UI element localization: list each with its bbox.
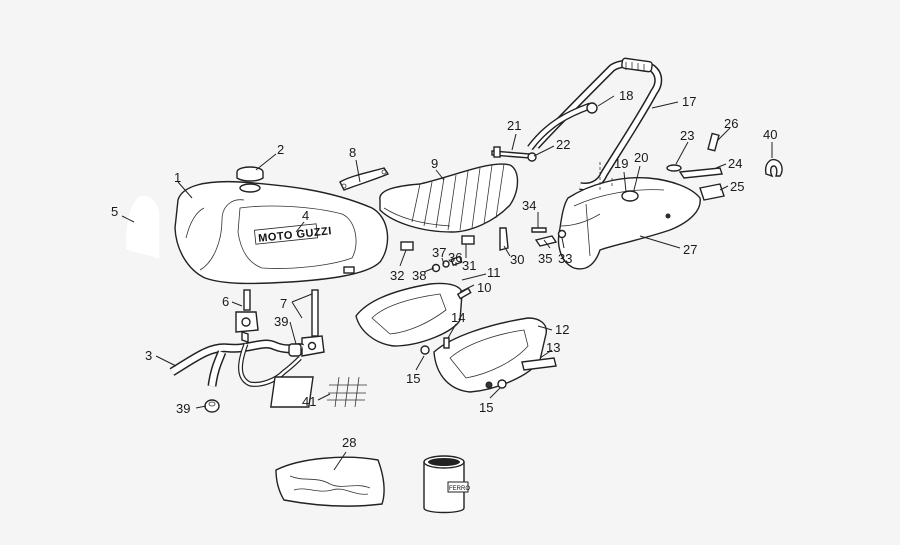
cover-fasteners	[420, 287, 557, 389]
callout-20: 20	[634, 150, 648, 165]
clip-40	[764, 158, 783, 178]
callout-38: 38	[412, 268, 426, 283]
callout-7: 7	[280, 296, 287, 311]
callout-39b: 39	[176, 401, 190, 416]
fuel-hoses	[169, 339, 305, 387]
callout-32: 32	[390, 268, 404, 283]
grommet-39	[204, 399, 220, 413]
callout-28: 28	[342, 435, 356, 450]
callout-8: 8	[349, 145, 356, 160]
fuel-tap-left	[235, 289, 259, 343]
callout-36: 36	[448, 250, 462, 265]
decal-sheet	[270, 376, 367, 408]
leader-lines	[121, 95, 773, 471]
callout-4: 4	[302, 208, 309, 223]
callout-9: 9	[431, 156, 438, 171]
small-hardware	[431, 255, 463, 273]
callout-24: 24	[728, 156, 742, 171]
callout-33: 33	[558, 251, 572, 266]
callout-19: 19	[614, 156, 628, 171]
callout-10: 10	[477, 280, 491, 295]
tail-fasteners	[531, 227, 567, 247]
filler-cap	[236, 166, 264, 193]
fuel-tap-right	[301, 289, 325, 357]
callout-15a: 15	[406, 371, 420, 386]
callout-15b: 15	[479, 400, 493, 415]
callout-39a: 39	[274, 314, 288, 329]
callout-12: 12	[555, 322, 569, 337]
callout-27: 27	[683, 242, 697, 257]
tank-rubber-strap	[126, 195, 160, 258]
callout-31: 31	[462, 258, 476, 273]
tail-section	[557, 160, 701, 270]
callout-21: 21	[507, 118, 521, 133]
can-label: FERRO	[449, 486, 470, 492]
callout-2: 2	[277, 142, 284, 157]
seat-hinges	[400, 227, 509, 251]
callout-1: 1	[174, 170, 181, 185]
paint-can: FERRO	[423, 455, 470, 514]
grab-rail	[527, 57, 663, 191]
callout-40: 40	[763, 127, 777, 142]
callout-26: 26	[724, 116, 738, 131]
callout-14: 14	[451, 310, 465, 325]
callout-37: 37	[432, 245, 446, 260]
callout-5: 5	[111, 204, 118, 219]
callout-23: 23	[680, 128, 694, 143]
seat	[379, 163, 519, 233]
callout-numbers: 1 2 3 4 5 6 7 8 9 10 11 12 13 14 15 15 1…	[111, 88, 777, 450]
tank-badge	[253, 223, 319, 245]
callout-35: 35	[538, 251, 552, 266]
fuel-tank: MOTO GUZZI	[174, 180, 389, 285]
callout-18: 18	[619, 88, 633, 103]
callout-41: 41	[302, 394, 316, 409]
callout-25: 25	[730, 179, 744, 194]
callout-6: 6	[222, 294, 229, 309]
cloth-bag	[275, 456, 385, 507]
callout-30: 30	[510, 252, 524, 267]
callout-13: 13	[546, 340, 560, 355]
callout-22: 22	[556, 137, 570, 152]
callout-17: 17	[682, 94, 696, 109]
callout-34: 34	[522, 198, 536, 213]
tank-bracket	[339, 167, 390, 191]
side-cover-left	[355, 282, 463, 347]
callout-3: 3	[145, 348, 152, 363]
callout-11: 11	[487, 265, 501, 280]
side-cover-right	[433, 317, 547, 393]
tail-small-parts	[666, 132, 725, 201]
rail-bolts	[491, 146, 537, 162]
